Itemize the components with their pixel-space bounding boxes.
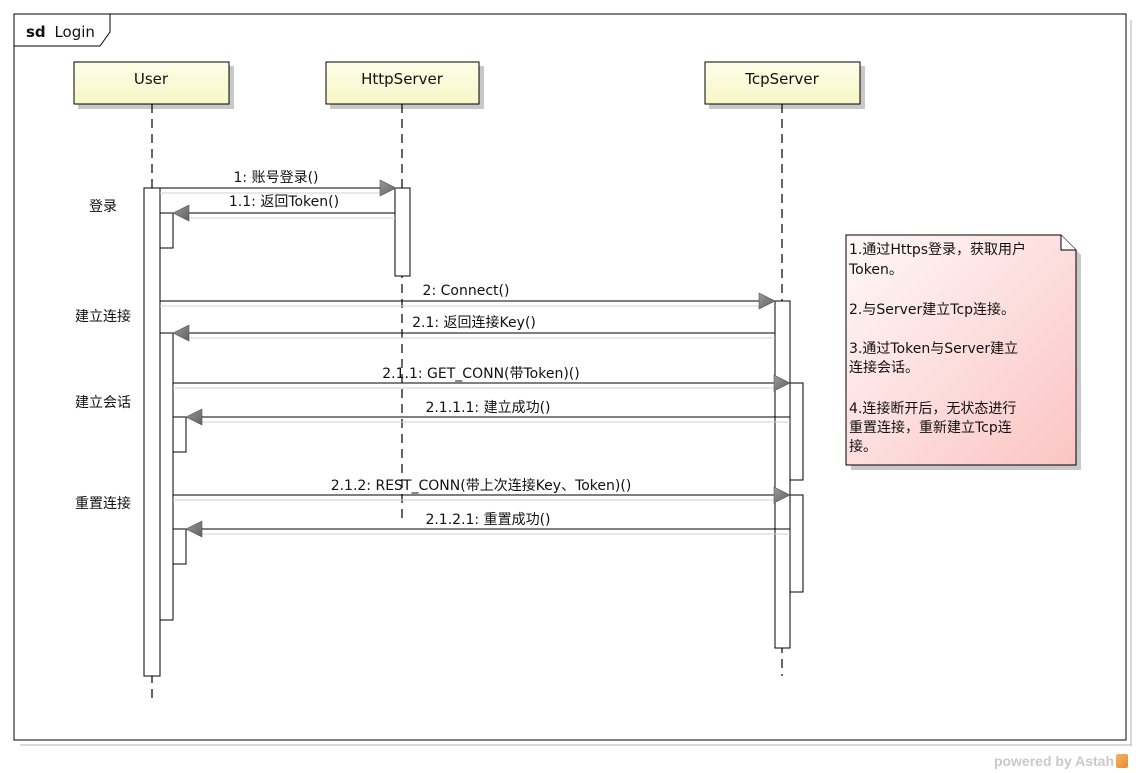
lifeline-httpserver-name: HttpServer [361, 70, 444, 88]
activation-user-reset [172, 528, 187, 565]
astah-logo-icon [1116, 754, 1128, 768]
note-text: 1.通过Https登录，获取用户 Token。 2.与Server建立Tcp连接… [848, 241, 1031, 455]
message-1-1: 1.1: 返回Token() [172, 194, 395, 222]
note-line-10: 重置连接，重新建立Tcp连 [849, 419, 1012, 436]
message-2-1-2-label: 2.1.2: REST_CONN(带上次连接Key、Token)() [331, 477, 632, 494]
note-line-11: 接。 [849, 438, 877, 455]
activation-tcpserver-reset [789, 494, 804, 593]
lifeline-tcpserver: TcpServer [704, 61, 865, 676]
frame-keyword: sd [26, 23, 46, 41]
message-2-1-2-1-label: 2.1.2.1: 重置成功() [425, 512, 550, 528]
frame-name: Login [54, 23, 94, 41]
note-line-7: 连接会话。 [849, 359, 919, 376]
message-1: 1: 账号登录() [160, 170, 397, 197]
activation-bars [143, 187, 804, 677]
note-line-1: 1.通过Https登录，获取用户 [849, 241, 1026, 258]
message-2-1-2-1: 2.1.2.1: 重置成功() [185, 512, 790, 538]
watermark-text: powered by Astah [993, 753, 1114, 769]
outer-frame [13, 13, 1132, 746]
note-line-9: 4.连接断开后，无状态进行 [849, 400, 1016, 417]
activation-tcpserver-session [789, 382, 804, 481]
note-line-4: 2.与Server建立Tcp连接。 [849, 301, 1015, 318]
activation-httpserver [394, 187, 411, 277]
message-1-label: 1: 账号登录() [234, 170, 319, 186]
lifeline-tcpserver-name: TcpServer [744, 70, 819, 88]
note-line-2: Token。 [848, 262, 903, 278]
message-2-1-label: 2.1: 返回连接Key() [412, 314, 536, 331]
message-2: 2: Connect() [160, 283, 776, 310]
activation-tcpserver-main [774, 300, 791, 649]
frame-title-tab: sd Login [13, 13, 111, 47]
message-2-1-2: 2.1.2: REST_CONN(带上次连接Key、Token)() [173, 477, 791, 504]
frame-title: sd Login [26, 23, 95, 41]
note-line-6: 3.通过Token与Server建立 [849, 341, 1018, 357]
activation-user-session [172, 416, 187, 453]
activation-user-login [159, 212, 174, 249]
activation-user-connect [159, 332, 174, 621]
message-1-1-label: 1.1: 返回Token() [229, 194, 339, 210]
side-label-connect: 建立连接 [75, 308, 131, 325]
message-2-1-1-1-label: 2.1.1.1: 建立成功() [425, 400, 550, 416]
activation-user-main [143, 187, 161, 677]
side-label-reset: 重置连接 [75, 495, 131, 512]
watermark: powered by Astah [994, 753, 1128, 769]
note: 1.通过Https登录，获取用户 Token。 2.与Server建立Tcp连接… [845, 234, 1081, 470]
side-label-login: 登录 [89, 199, 117, 215]
side-label-session: 建立会话 [75, 395, 131, 411]
message-2-1-1-1: 2.1.1.1: 建立成功() [185, 400, 790, 426]
message-2-1: 2.1: 返回连接Key() [172, 314, 775, 342]
message-2-1-1-label: 2.1.1: GET_CONN(带Token)() [382, 366, 579, 382]
message-2-1-1: 2.1.1: GET_CONN(带Token)() [173, 366, 791, 392]
message-2-label: 2: Connect() [423, 283, 510, 299]
lifeline-httpserver: HttpServer [325, 61, 484, 520]
lifeline-user-name: User [134, 70, 169, 88]
